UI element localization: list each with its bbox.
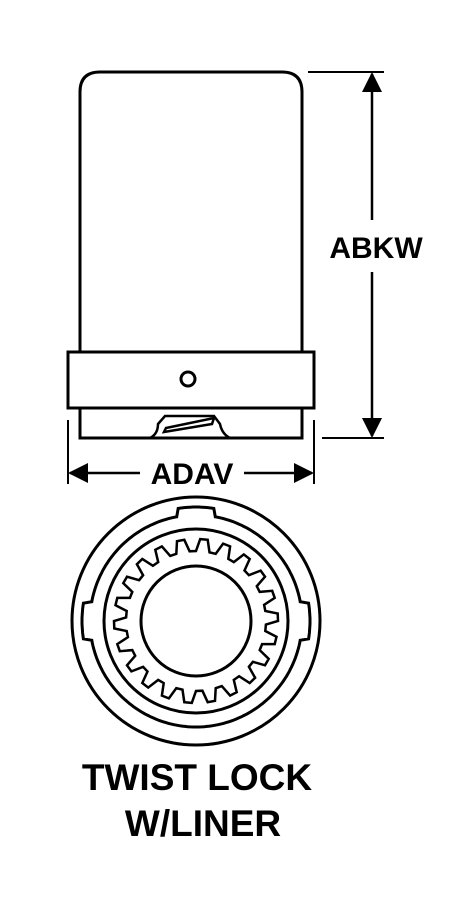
- outer-shell: [70, 495, 322, 747]
- coupling-ring: [66, 350, 316, 410]
- width-dimension: ADAV: [67, 420, 315, 491]
- caption-line-2: W/LINER: [125, 803, 281, 844]
- height-dimension: ABKW: [308, 71, 423, 439]
- insert-ring: [102, 527, 290, 715]
- connector-body: [78, 70, 304, 352]
- end-view: [70, 495, 322, 747]
- liner-bore: [139, 564, 253, 678]
- keyed-ring: [80, 505, 312, 729]
- side-view: [66, 70, 316, 440]
- width-dimension-label: ADAV: [151, 458, 234, 491]
- height-dimension-label: ABKW: [329, 232, 423, 265]
- ring-hole: [179, 370, 197, 388]
- caption: TWIST LOCK W/LINER: [82, 757, 312, 844]
- bayonet-slot: [149, 414, 231, 440]
- liner-base: [78, 408, 304, 440]
- bayonet-slot-inner: [161, 416, 216, 434]
- spline-teeth: [112, 537, 280, 705]
- caption-line-1: TWIST LOCK: [82, 757, 312, 798]
